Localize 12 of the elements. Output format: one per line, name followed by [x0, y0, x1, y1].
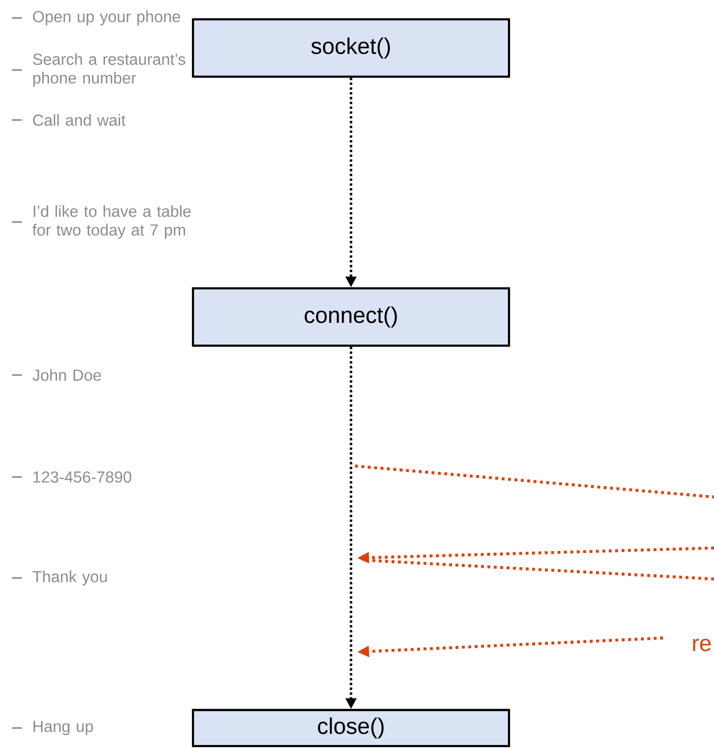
list-item: Search a restaurant’s phone number [33, 53, 186, 87]
list-item: Hang up [34, 720, 93, 736]
list-item: 123-456-7890 [33, 471, 132, 483]
list-item: Open up your phone [33, 10, 180, 26]
process-box: close() [192, 708, 510, 748]
message-label: re [693, 638, 711, 652]
list-item: Call and wait [33, 114, 126, 126]
list-item: I’d like to have a table for two today at 7 pm [32, 205, 191, 239]
list-item: Thank you [32, 570, 107, 586]
process-box: connect() [192, 287, 510, 347]
list-item: John Doe [32, 369, 101, 381]
process-box: socket() [192, 18, 510, 78]
